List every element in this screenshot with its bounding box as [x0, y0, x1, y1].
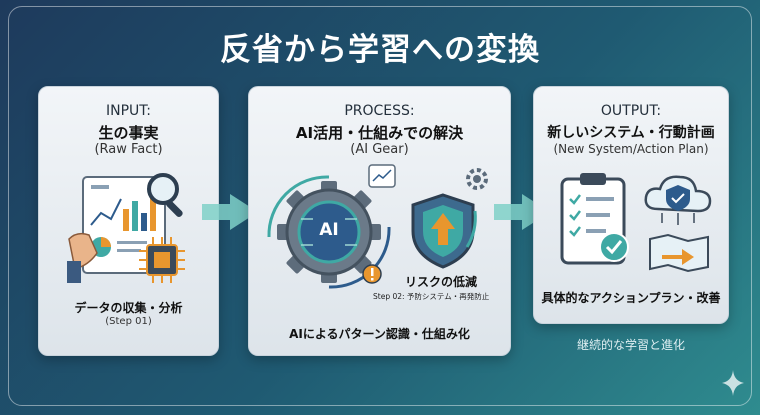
process-label: PROCESS:	[344, 103, 415, 119]
clipboard-icon	[560, 173, 629, 265]
output-title: 新しいシステム・行動計画	[547, 125, 715, 141]
roadmap-icon	[649, 233, 709, 273]
process-title: AI活用・仕組みでの解決	[295, 124, 464, 142]
input-step: (Step 01)	[105, 316, 152, 327]
risk-step: Step 02: 予防システム・再発防止	[373, 292, 490, 301]
footer-text: 継続的な学習と進化	[576, 338, 685, 352]
magnifier-icon	[147, 173, 183, 217]
chip-icon	[139, 237, 185, 283]
risk-title: リスクの低減	[405, 275, 478, 289]
input-title: 生の事実	[98, 124, 159, 142]
input-panel: INPUT: 生の事実 (Raw Fact) データの収集・分	[38, 86, 219, 356]
cloud-icon	[644, 175, 712, 225]
shield-icon	[411, 193, 477, 269]
process-panel: PROCESS: AI活用・仕組みでの解決 (AI Gear) AI	[248, 86, 511, 356]
report-icon	[67, 176, 166, 283]
output-subtitle: (New System/Action Plan)	[553, 142, 709, 156]
gear-icon	[267, 175, 391, 289]
output-panel: OUTPUT: 新しいシステム・行動計画 (New System/Action …	[533, 86, 729, 324]
gear-ai-label: AI	[319, 220, 339, 240]
output-caption: 具体的なアクションプラン・改善	[541, 291, 721, 305]
dashboard-icon	[368, 164, 396, 188]
output-label: OUTPUT:	[600, 103, 662, 119]
warning-icon	[362, 264, 382, 284]
sparkle-icon	[722, 370, 744, 396]
outer-frame	[8, 6, 752, 406]
small-gear-icon	[466, 168, 488, 190]
process-caption: AIによるパターン認識・仕組み化	[289, 327, 470, 341]
page-title: 反省から学習への変換	[220, 32, 540, 68]
input-caption: データの収集・分析	[74, 301, 183, 315]
process-subtitle: (AI Gear)	[350, 142, 409, 157]
flow-arrow-icon	[202, 194, 258, 230]
input-label: INPUT:	[105, 103, 152, 119]
input-subtitle: (Raw Fact)	[94, 142, 163, 157]
